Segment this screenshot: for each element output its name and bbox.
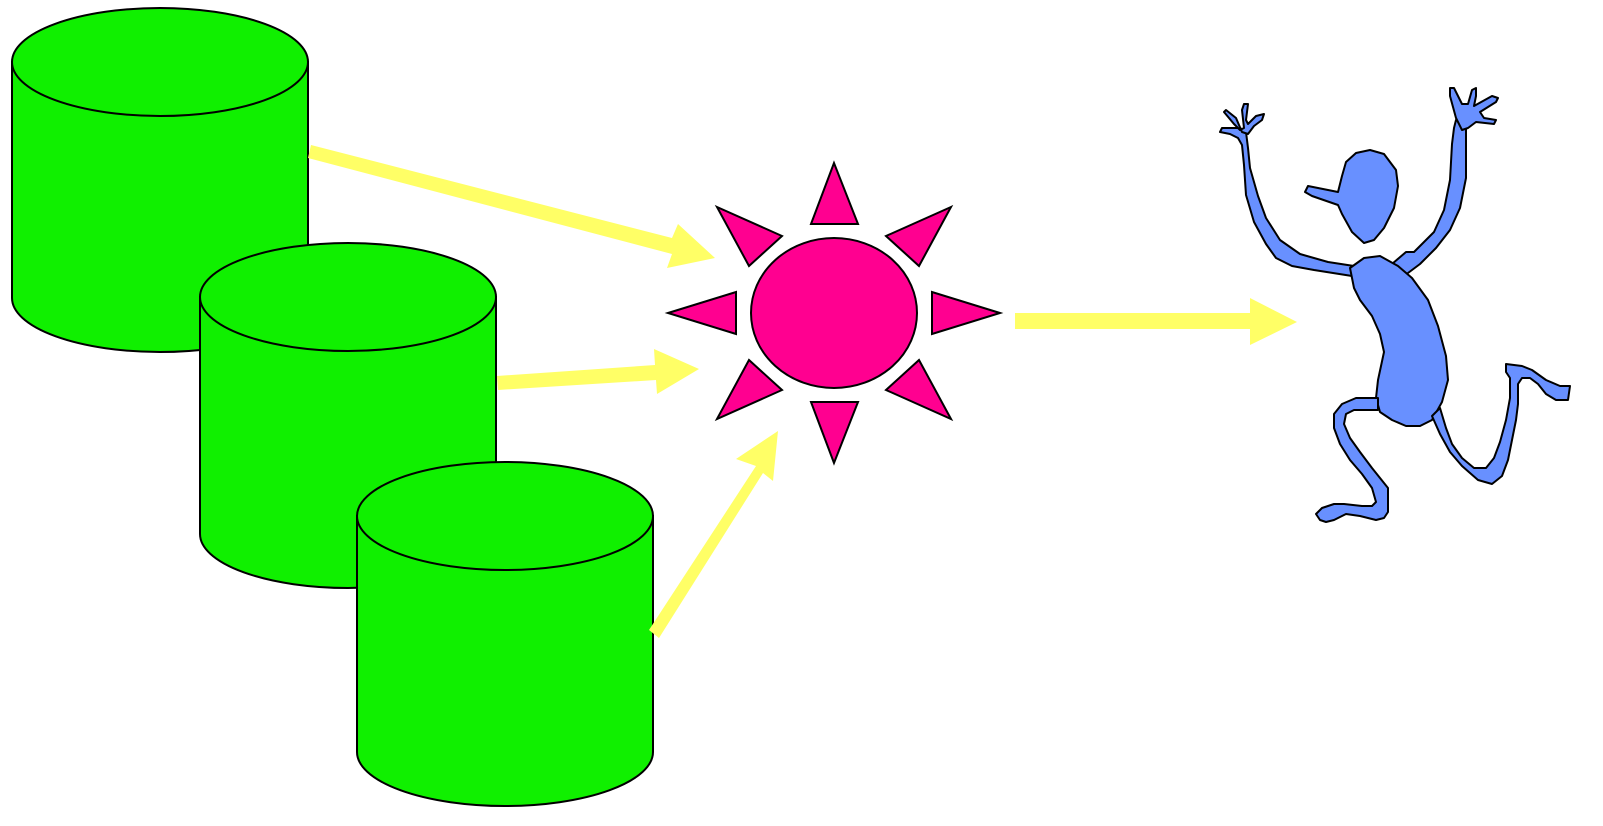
figure-right-arm (1392, 112, 1466, 276)
starburst-ray-top (811, 163, 858, 224)
starburst-ray-bottom-left (717, 360, 782, 419)
starburst-ray-bottom-right (886, 360, 951, 419)
starburst-ray-top-right (886, 207, 951, 266)
arrow-burst-to-figure (1015, 298, 1297, 345)
starburst-ray-right (932, 292, 1000, 334)
figure-left-leg (1316, 398, 1388, 522)
database-cylinder-3 (357, 462, 653, 806)
dancing-person (1220, 88, 1570, 522)
database-cylinder-3-top (357, 462, 653, 570)
arrow-db2-to-burst (497, 349, 699, 394)
database-cylinder-1-top (12, 8, 308, 116)
starburst-ray-bottom (811, 402, 858, 463)
figure-head (1305, 150, 1398, 243)
starburst-ray-top-left (717, 207, 782, 266)
arrow-db3-to-burst (649, 431, 778, 638)
starburst-ray-left (668, 292, 736, 334)
figure-right-leg (1432, 364, 1570, 484)
starburst-core (751, 238, 917, 388)
database-cylinder-2-top (200, 243, 496, 351)
sun-starburst (668, 163, 1000, 463)
